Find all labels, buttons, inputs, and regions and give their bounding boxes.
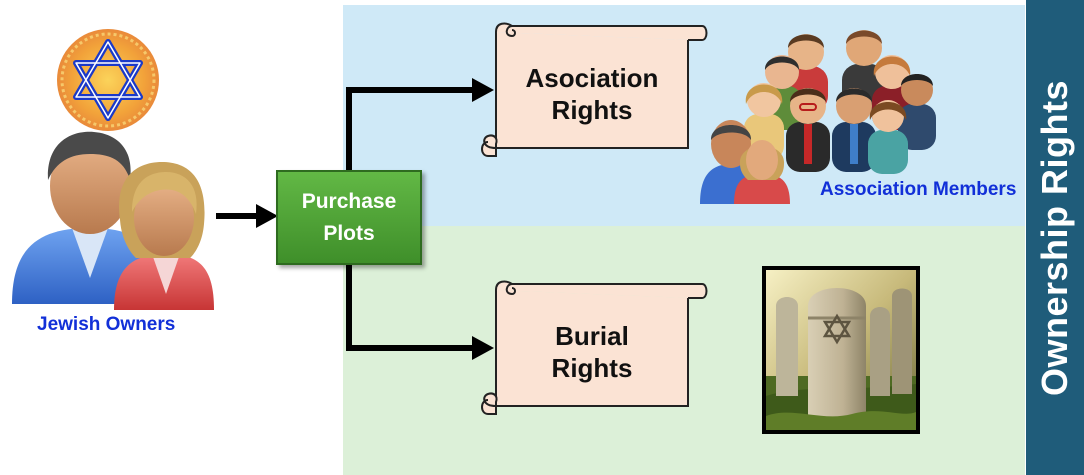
owners-label: Jewish Owners — [37, 314, 176, 335]
couple-icon — [12, 131, 214, 310]
purchase-label-line2: Plots — [323, 221, 375, 245]
members-label: Association Members — [820, 179, 1017, 200]
gravestone-image — [762, 266, 920, 434]
side-band — [1026, 0, 1084, 475]
burial-rights-scroll — [481, 280, 708, 415]
people-group-icon — [700, 30, 936, 204]
association-rights-scroll — [481, 22, 708, 157]
star-of-david-icon — [57, 29, 159, 131]
association-rights-line1: Asociation — [525, 63, 659, 93]
purchase-plots-box: Purchase Plots — [276, 170, 422, 265]
association-rights-label: Asociation Rights — [496, 60, 688, 128]
burial-rights-line1: Burial — [555, 321, 629, 351]
association-rights-line2: Rights — [551, 95, 633, 125]
burial-rights-label: Burial Rights — [496, 318, 688, 386]
burial-rights-line2: Rights — [551, 353, 633, 383]
purchase-label-line1: Purchase — [301, 189, 397, 213]
